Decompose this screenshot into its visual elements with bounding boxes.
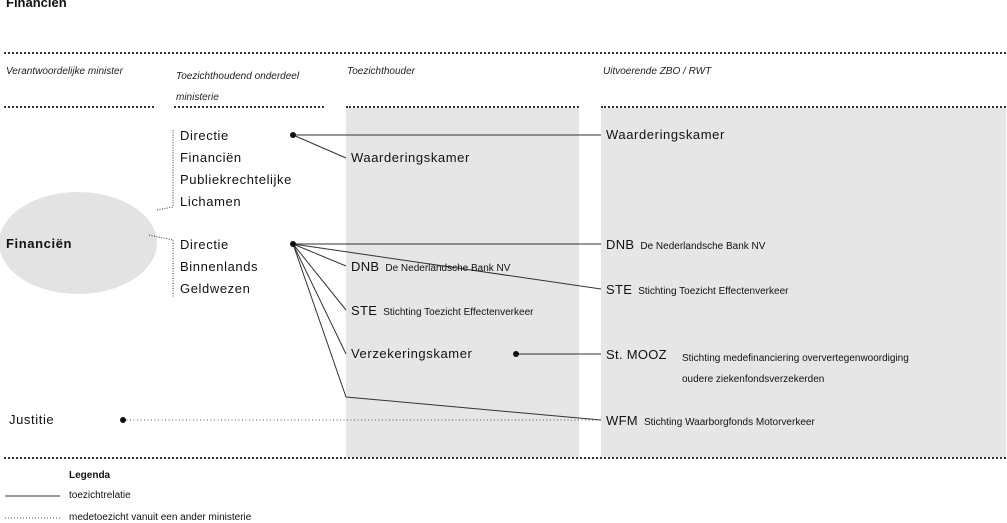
supervisor-dnb: DNB De Nederlandsche Bank NV: [351, 258, 510, 276]
line-dbg-ste-supervisor: [292, 243, 347, 311]
node-justitie: [120, 417, 126, 423]
supervisor-verzekeringskamer: Verzekeringskamer: [351, 346, 473, 361]
node-dfpl: [290, 132, 296, 138]
col1-rule: [4, 106, 154, 108]
minister-financien: Financiën: [6, 236, 73, 251]
header-toezichthoudend-onderdeel: Toezichthoudend onderdeel ministerie: [176, 66, 299, 108]
executor-wfm-desc: Stichting Waarborgfonds Motorverkeer: [643, 417, 815, 428]
header-toezichthoudend-line2: ministerie: [176, 92, 219, 103]
col2-rule: [174, 106, 324, 108]
executor-wfm-abbr: WFM: [606, 413, 638, 428]
executor-mooz-abbr: St. MOOZ: [606, 347, 667, 362]
top-rule: [4, 52, 1006, 54]
supervisor-waarderingskamer: Waarderingskamer: [351, 150, 470, 165]
supervisor-dnb-desc: De Nederlandsche Bank NV: [385, 263, 511, 274]
bracket-dbg: [148, 234, 174, 298]
executor-mooz-desc-line2: oudere ziekenfondsverzekerden: [682, 374, 825, 385]
dept-dbg-line2: Binnenlands: [180, 259, 259, 274]
line-dbg-dnb-supervisor: [292, 243, 347, 267]
executor-ste-abbr: STE: [606, 282, 633, 297]
executor-ste-desc: Stichting Toezicht Effectenverkeer: [638, 286, 789, 297]
supervisor-dnb-abbr: DNB: [351, 259, 380, 274]
header-uitvoerende-zbo-rwt: Uitvoerende ZBO / RWT: [603, 66, 712, 77]
col3-rule: [346, 106, 579, 108]
bottom-rule: [4, 457, 1006, 459]
executor-dnb-abbr: DNB: [606, 237, 635, 252]
toezichthouder-column-shade: [346, 108, 579, 457]
legend-dotted-label: medetoezicht vanuit een ander ministerie: [69, 512, 252, 523]
executor-mooz-desc-line1: Stichting medefinanciering oververtegenw…: [682, 353, 909, 364]
dept-dfpl-line4: Lichamen: [180, 194, 242, 209]
dept-dfpl-line1: Directie: [180, 128, 229, 143]
executor-mooz-desc: Stichting medefinanciering oververtegenw…: [682, 348, 909, 390]
uitvoerende-column-shade: [601, 108, 1006, 457]
minister-justitie: Justitie: [9, 412, 55, 427]
node-dbg: [290, 241, 296, 247]
legend-solid-label: toezichtrelatie: [69, 490, 131, 501]
executor-waarderingskamer: Waarderingskamer: [606, 127, 725, 142]
executor-ste: STE Stichting Toezicht Effectenverkeer: [606, 281, 788, 299]
dept-dbg-line1: Directie: [180, 237, 229, 252]
supervisor-ste-desc: Stichting Toezicht Effectenverkeer: [383, 307, 534, 318]
line-dbg-wfm: [292, 243, 602, 421]
supervisor-ste: STE Stichting Toezicht Effectenverkeer: [351, 302, 533, 320]
header-toezichthouder: Toezichthouder: [347, 66, 416, 77]
dept-dbg-line3: Geldwezen: [180, 281, 251, 296]
col4-rule: [601, 106, 1006, 108]
header-verantwoordelijke-minister: Verantwoordelijke minister: [6, 66, 123, 77]
executor-dnb-desc: De Nederlandsche Bank NV: [640, 241, 766, 252]
bracket-dfpl: [156, 130, 174, 211]
executor-wfm: WFM Stichting Waarborgfonds Motorverkeer: [606, 412, 815, 430]
page-title: Financiën: [6, 0, 67, 10]
dept-dfpl-line2: Financiën: [180, 150, 242, 165]
financien-ellipse: [0, 192, 157, 294]
line-dbg-verzekeringskamer: [292, 243, 347, 355]
line-dfpl-waarderingskamer-supervisor: [292, 134, 347, 159]
dept-directie-fpl: Directie Financiën Publiekrechtelijke Li…: [180, 125, 292, 213]
supervisor-ste-abbr: STE: [351, 303, 378, 318]
legend-title: Legenda: [69, 470, 111, 481]
node-verzekeringskamer: [513, 351, 519, 357]
line-dbg-ste-executor: [292, 243, 602, 290]
dept-dfpl-line3: Publiekrechtelijke: [180, 172, 292, 187]
executor-mooz: St. MOOZ: [606, 346, 667, 364]
header-toezichthoudend-line1: Toezichthoudend onderdeel: [176, 71, 300, 82]
executor-dnb: DNB De Nederlandsche Bank NV: [606, 236, 765, 254]
dept-directie-bg: Directie Binnenlands Geldwezen: [180, 234, 258, 300]
